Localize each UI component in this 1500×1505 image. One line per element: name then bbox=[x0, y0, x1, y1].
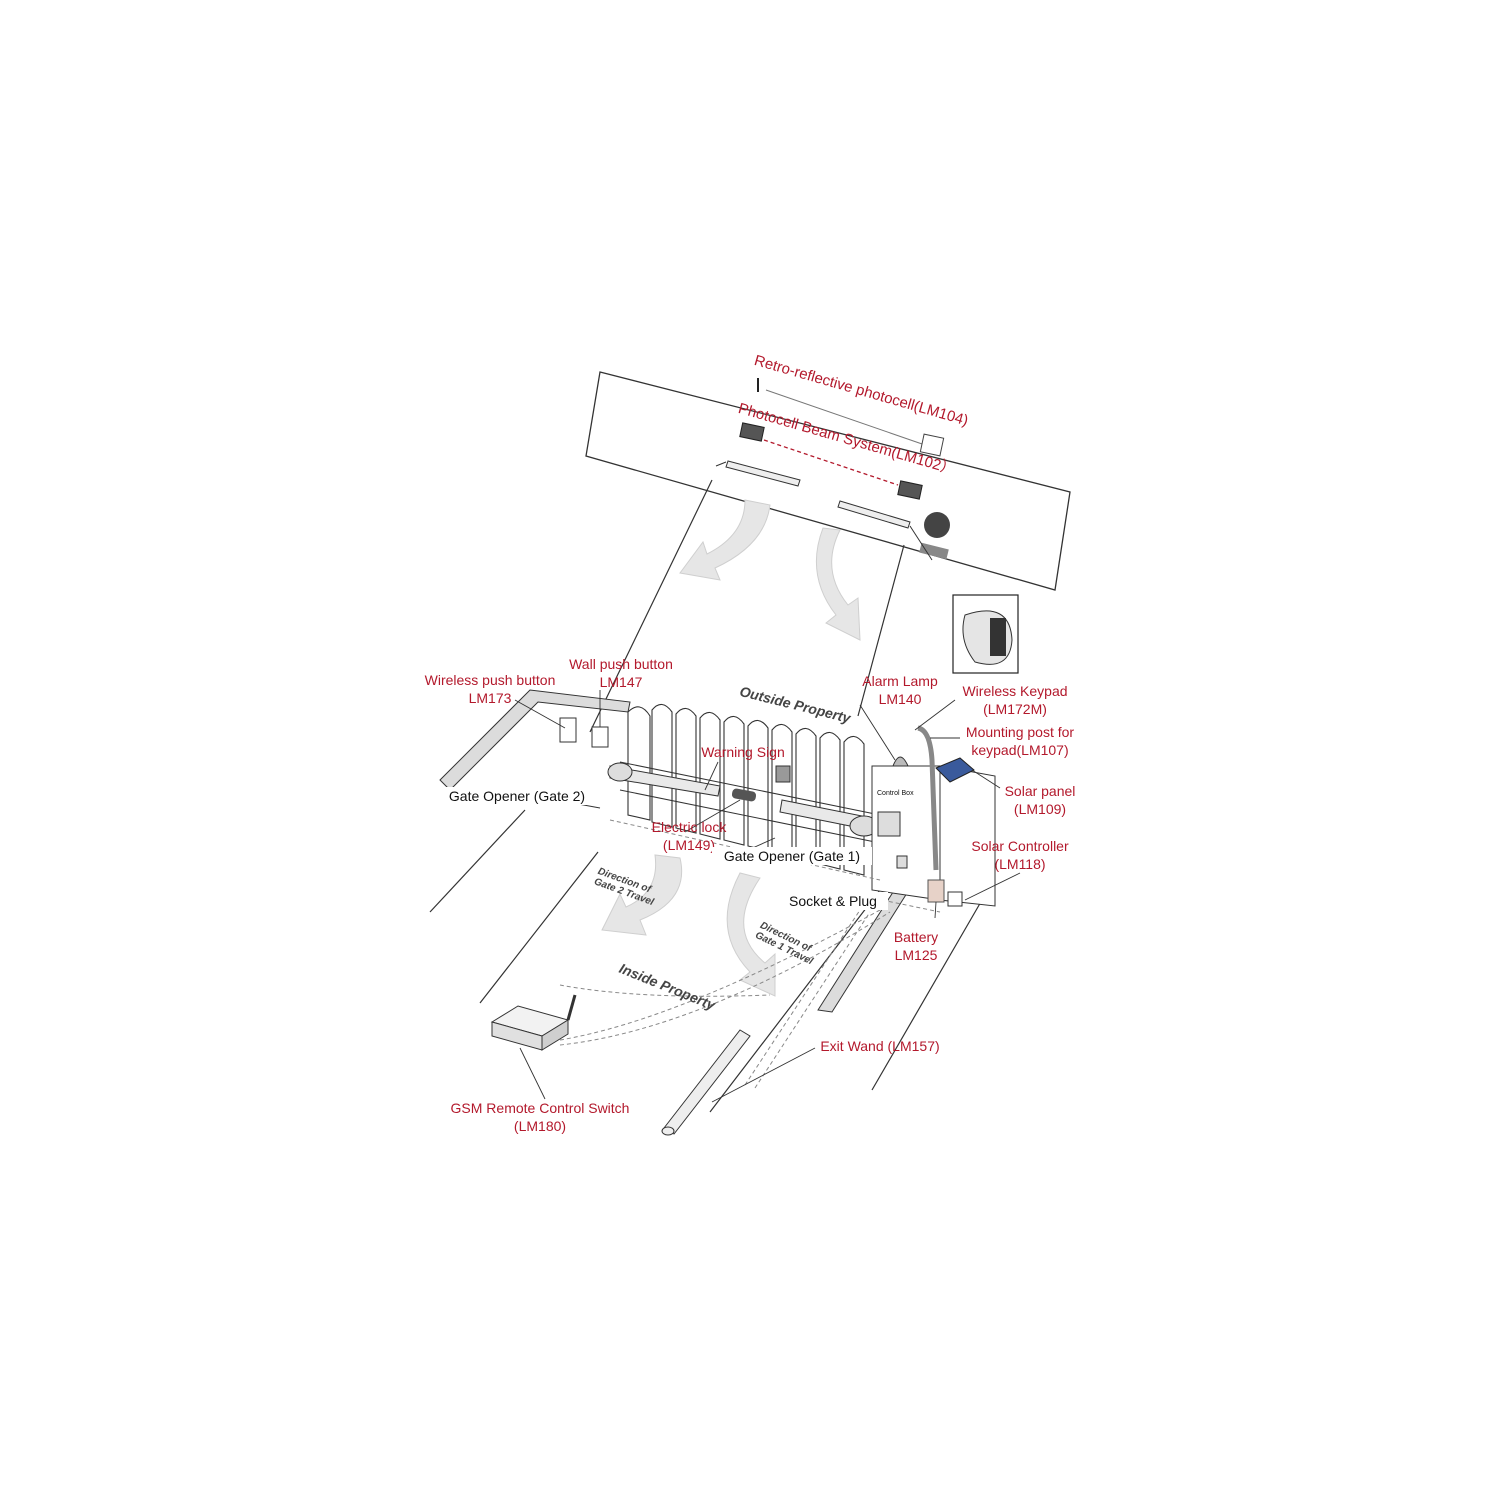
control-box-enclosure bbox=[871, 765, 996, 907]
gsm-switch-device bbox=[490, 994, 577, 1051]
battery-device bbox=[927, 879, 945, 903]
gate-opener-2 bbox=[607, 762, 721, 797]
swing-arrows-top bbox=[679, 499, 861, 641]
wireless-push-button-device bbox=[559, 717, 577, 743]
solar-panel-label: Solar panel (LM109) bbox=[980, 782, 1100, 818]
gsm-switch-code: (LM180) bbox=[513, 1118, 567, 1134]
wireless-push-button-code: LM173 bbox=[468, 690, 512, 706]
alarm-lamp-code: LM140 bbox=[878, 691, 922, 707]
alarm-lamp-device bbox=[892, 756, 909, 767]
exit-wand-label: Exit Wand (LM157) bbox=[820, 1038, 940, 1054]
gsm-switch-title: GSM Remote Control Switch bbox=[450, 1100, 630, 1116]
keypad-inset bbox=[952, 594, 1019, 674]
leader-lines bbox=[514, 690, 1021, 1103]
battery-label: Battery LM125 bbox=[866, 928, 966, 964]
mounting-post-code: keypad(LM107) bbox=[971, 742, 1069, 758]
electric-lock-label: Electric lock (LM149) bbox=[639, 818, 739, 854]
photocell-left bbox=[739, 422, 765, 442]
swing-arrows-bottom bbox=[601, 854, 776, 997]
wireless-keypad-title: Wireless Keypad bbox=[962, 683, 1068, 699]
perspective-lines bbox=[429, 479, 983, 1113]
mounting-post-title: Mounting post for bbox=[965, 724, 1075, 740]
solar-controller-code: (LM118) bbox=[994, 856, 1046, 872]
wall-push-button-device bbox=[591, 726, 609, 748]
retro-photocell-line bbox=[765, 389, 926, 446]
wall-push-button-code: LM147 bbox=[599, 674, 643, 690]
wall-push-button-label: Wall push button LM147 bbox=[551, 655, 691, 691]
solar-panel-code: (LM109) bbox=[1013, 801, 1067, 817]
photocell-beam-line bbox=[763, 439, 899, 486]
wireless-push-button-label: Wireless push button LM173 bbox=[410, 671, 570, 707]
control-box-unit bbox=[877, 811, 901, 837]
wall-push-button-title: Wall push button bbox=[569, 656, 673, 672]
electric-lock-device bbox=[731, 788, 757, 802]
solar-controller-title: Solar Controller bbox=[971, 838, 1069, 854]
gate-opener-2-label: Gate Opener (Gate 2) bbox=[432, 787, 602, 805]
alarm-lamp-label: Alarm Lamp LM140 bbox=[840, 672, 960, 708]
gate-arms-top-view bbox=[715, 460, 933, 561]
solar-controller-device bbox=[947, 891, 963, 907]
warning-sign-label: Warning Sign bbox=[701, 744, 785, 760]
alarm-lamp-top-view bbox=[924, 512, 950, 538]
alarm-lamp-title: Alarm Lamp bbox=[862, 673, 938, 689]
warning-sign-plate bbox=[775, 765, 791, 783]
gate-pickets bbox=[627, 703, 865, 876]
solar-panel-device bbox=[935, 757, 975, 783]
photocell-right bbox=[897, 480, 923, 500]
retro-reflector bbox=[919, 433, 945, 457]
gate-rails bbox=[619, 761, 881, 844]
solar-controller-label: Solar Controller (LM118) bbox=[955, 837, 1085, 873]
electric-lock-title: Electric lock bbox=[651, 819, 727, 835]
wireless-keypad-code: (LM172M) bbox=[983, 701, 1047, 717]
outside-view-panel bbox=[585, 371, 1071, 591]
dashed-wiring bbox=[559, 819, 941, 1089]
gate-opener-1 bbox=[779, 799, 879, 837]
box-top-view bbox=[919, 542, 949, 560]
battery-code: LM125 bbox=[894, 947, 938, 963]
wireless-keypad-label: Wireless Keypad (LM172M) bbox=[945, 682, 1085, 718]
exit-wand-device bbox=[661, 1029, 751, 1136]
battery-title: Battery bbox=[893, 929, 939, 945]
mounting-post bbox=[917, 725, 939, 871]
socket-plug-label: Socket & Plug bbox=[778, 892, 888, 910]
solar-panel-title: Solar panel bbox=[1004, 783, 1076, 799]
control-box-label: Control Box bbox=[877, 790, 914, 797]
gsm-switch-label: GSM Remote Control Switch (LM180) bbox=[435, 1099, 645, 1135]
socket-plug-device bbox=[896, 855, 908, 869]
wireless-push-button-title: Wireless push button bbox=[424, 672, 556, 688]
electric-lock-code: (LM149) bbox=[662, 837, 716, 853]
gate-opener-1-label: Gate Opener (Gate 1) bbox=[712, 847, 872, 865]
mounting-post-label: Mounting post for keypad(LM107) bbox=[950, 723, 1090, 759]
